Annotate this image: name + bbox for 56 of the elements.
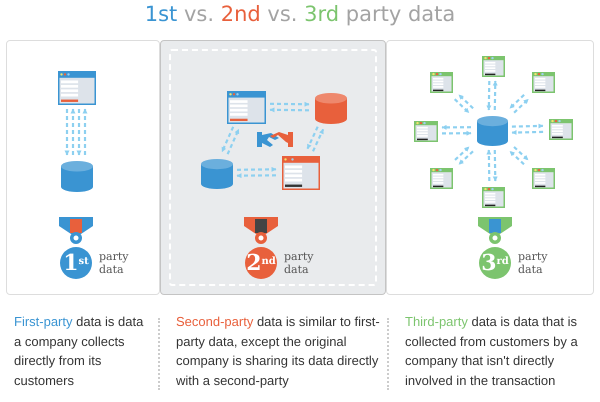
arrow [458,94,474,110]
node-label: party data [518,250,548,276]
browser-window-icon [430,72,453,93]
arrow [492,150,498,182]
browser-window-icon [282,156,320,190]
arrow [512,130,544,135]
database-icon [315,93,347,124]
arrow [509,94,525,110]
arrow [492,80,498,110]
panel [386,40,594,295]
browser-window-icon [58,71,96,105]
arrow [513,146,529,161]
description-text: Third-party data is data that is collected from customers by a company that isn't directly involved in the transaction [405,313,579,390]
medal-number: 2$^{nd}$ [246,251,276,275]
arrow [454,146,470,161]
arrow [458,150,474,166]
arrow [512,124,544,128]
arrow [513,98,530,114]
arrow [270,107,310,112]
medal-number: 3$^{rd}$ [480,251,510,275]
browser-window-icon [532,168,555,189]
panel [6,40,160,295]
node-label: party data [99,250,130,276]
arrow [442,124,471,130]
browser-window-icon [482,56,505,77]
panel [160,40,386,295]
database-icon [61,161,93,192]
browser-window-icon [227,91,266,124]
description-text: Second-party data is similar to first-party data, except the original company is sharing its data directly with a second-party [176,313,381,390]
database-icon [477,116,508,146]
browser-window-icon [482,187,505,208]
arrow [82,108,88,155]
arrow [454,98,470,114]
browser-window-icon [549,119,573,140]
arrow [76,109,82,156]
arrow [442,130,472,136]
arrow [486,80,492,110]
title: 1st vs. 2nd vs. 3rd party data [144,2,456,26]
arrow [64,109,70,156]
arrow [270,102,310,107]
arrow [236,166,276,172]
medal-number: 1$^{st}$ [62,251,90,275]
arrow [312,128,324,152]
description-text: First-party data is data a company collects directly from its customers [14,313,144,390]
database-icon [201,159,233,189]
browser-window-icon [532,72,555,93]
browser-window-icon [414,121,438,142]
arrow [509,150,525,166]
arrow [486,150,492,182]
arrow [221,126,234,152]
arrow [226,128,240,155]
arrow [236,173,276,178]
arrow [306,126,319,150]
node-label: party data [284,250,314,276]
arrow [70,108,76,155]
browser-window-icon [430,168,453,189]
